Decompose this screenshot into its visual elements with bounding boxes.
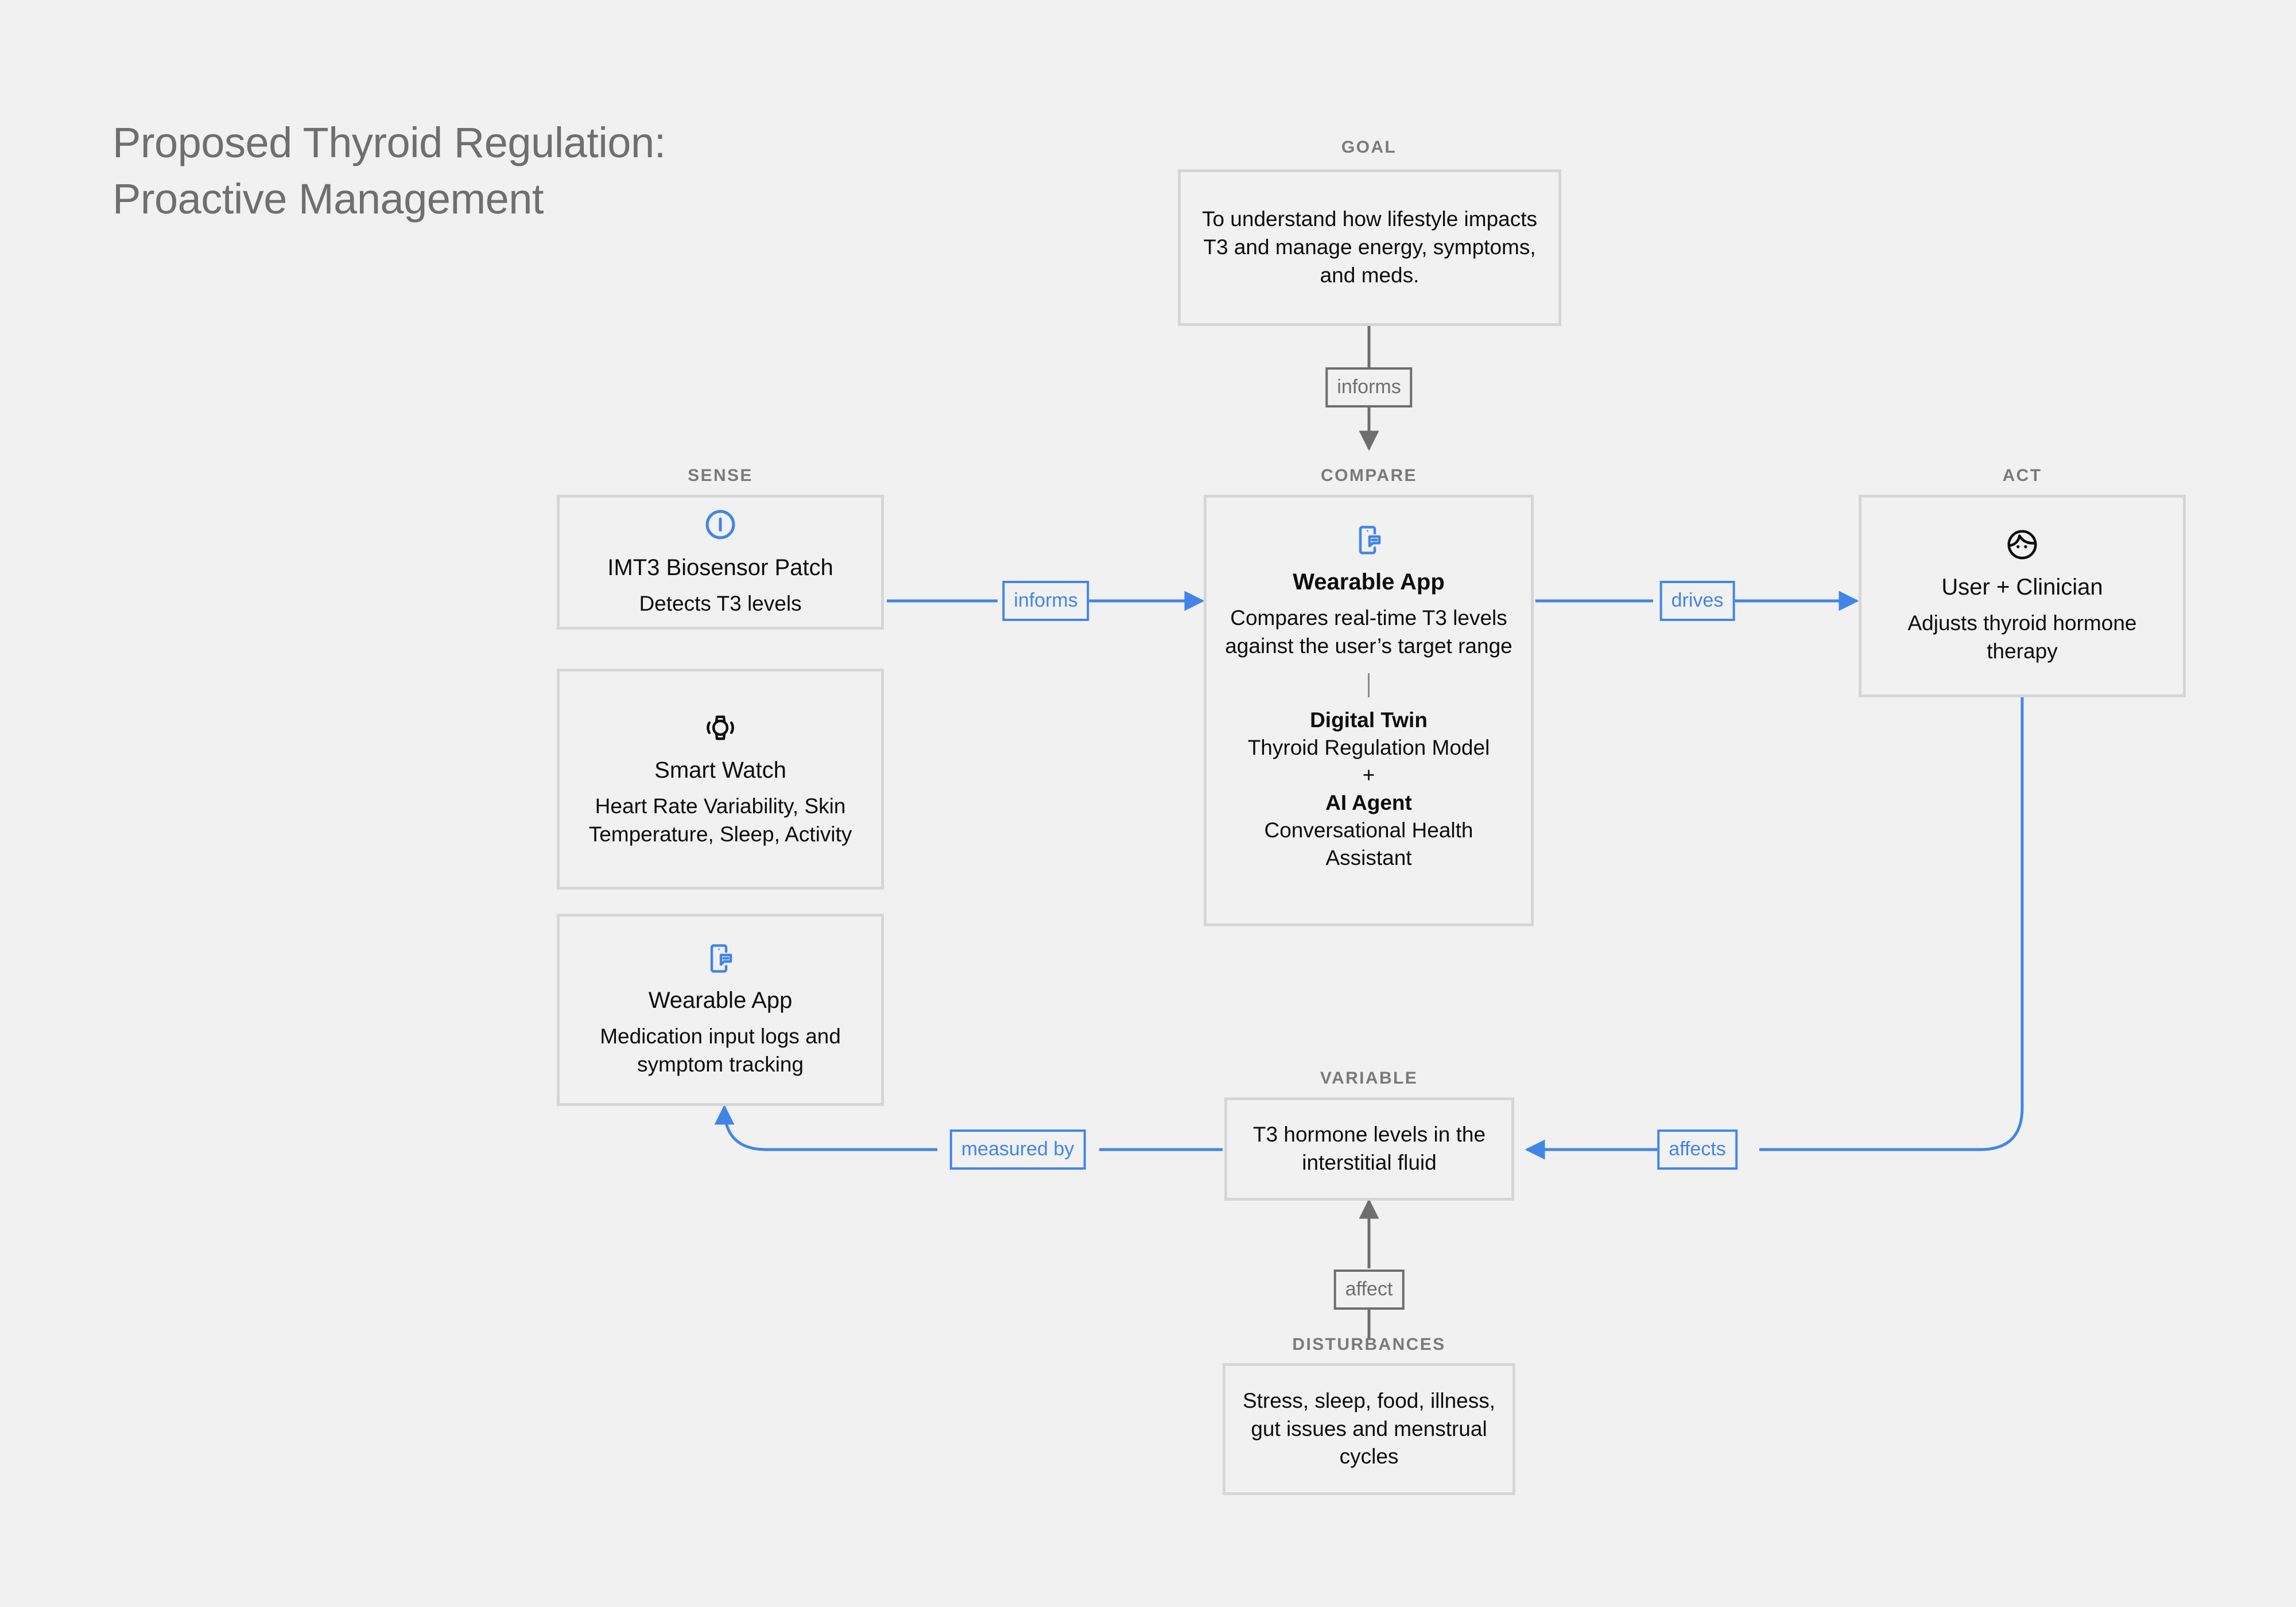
variable-text: T3 hormone levels in the interstitial fl…: [1252, 1123, 1486, 1174]
node-biosensor-patch[interactable]: IMT3 Biosensor Patch Detects T3 levels: [557, 495, 884, 630]
section-label-act: ACT: [2002, 466, 2042, 485]
edge-label-variable-to-sense[interactable]: measured by: [949, 1129, 1086, 1170]
node-goal[interactable]: To understand how lifestyle impacts T3 a…: [1178, 169, 1561, 326]
node-wearable-app-compare[interactable]: Wearable App Compares real-time T3 level…: [1204, 495, 1534, 926]
node-wearable-app-sense[interactable]: Wearable App Medication input logs and s…: [557, 914, 884, 1106]
biosensor-title: IMT3 Biosensor Patch: [607, 555, 833, 581]
section-label-goal: GOAL: [1341, 138, 1397, 157]
user-clinician-desc: Adjusts thyroid hormone therapy: [1907, 611, 2137, 663]
edge-label-act-to-variable[interactable]: affects: [1657, 1129, 1737, 1170]
section-label-variable: VARIABLE: [1320, 1069, 1418, 1088]
wearable-app-sense-desc: Medication input logs and symptom tracki…: [600, 1024, 841, 1076]
edge-act-to-variable-curve: [1759, 697, 2024, 1151]
disturbances-text: Stress, sleep, food, illness, gut issues…: [1242, 1388, 1496, 1469]
phone-chat-icon: [1352, 523, 1386, 557]
section-divider: [1368, 673, 1370, 697]
section-label-compare: COMPARE: [1321, 466, 1417, 485]
section-label-sense: SENSE: [688, 466, 753, 485]
smart-watch-icon: [703, 710, 738, 746]
digital-twin-desc: Thyroid Regulation Model: [1247, 735, 1490, 759]
node-disturbances[interactable]: Stress, sleep, food, illness, gut issues…: [1223, 1363, 1515, 1495]
smartwatch-title: Smart Watch: [654, 757, 786, 783]
edge-variable-to-sense-curve: [714, 1104, 937, 1151]
section-label-disturbances: DISTURBANCES: [1292, 1335, 1446, 1354]
node-user-clinician[interactable]: User + Clinician Adjusts thyroid hormone…: [1859, 495, 2186, 697]
edge-label-goal-to-compare[interactable]: informs: [1325, 367, 1413, 407]
title-line-1: Proposed Thyroid Regulation:: [113, 119, 666, 166]
page-title: Proposed Thyroid Regulation: Proactive M…: [113, 115, 1031, 227]
wearable-app-compare-desc: Compares real-time T3 levels against the…: [1225, 606, 1512, 658]
title-line-2: Proactive Management: [113, 174, 544, 223]
user-clinician-title: User + Clinician: [1941, 574, 2103, 600]
ai-agent-desc: Conversational Health Assistant: [1264, 818, 1473, 870]
edge-label-disturbances-to-variable[interactable]: affect: [1333, 1270, 1405, 1310]
digital-twin-title: Digital Twin: [1310, 708, 1428, 732]
wearable-app-compare-title: Wearable App: [1293, 569, 1445, 595]
plus-separator: +: [1362, 763, 1375, 787]
edge-label-sense-to-compare[interactable]: informs: [1002, 581, 1089, 621]
edge-label-compare-to-act[interactable]: drives: [1659, 581, 1735, 621]
wearable-app-sense-title: Wearable App: [648, 987, 793, 1013]
phone-chat-icon: [703, 941, 738, 976]
node-variable[interactable]: T3 hormone levels in the interstitial fl…: [1224, 1097, 1514, 1201]
ai-agent-title: AI Agent: [1325, 790, 1412, 814]
goal-text: To understand how lifestyle impacts T3 a…: [1201, 207, 1538, 287]
biosensor-desc: Detects T3 levels: [639, 592, 802, 616]
person-face-icon: [2004, 527, 2040, 562]
node-smart-watch[interactable]: Smart Watch Heart Rate Variability, Skin…: [557, 669, 884, 890]
circle-bar-icon: [702, 506, 739, 543]
smartwatch-desc: Heart Rate Variability, Skin Temperature…: [588, 794, 852, 846]
